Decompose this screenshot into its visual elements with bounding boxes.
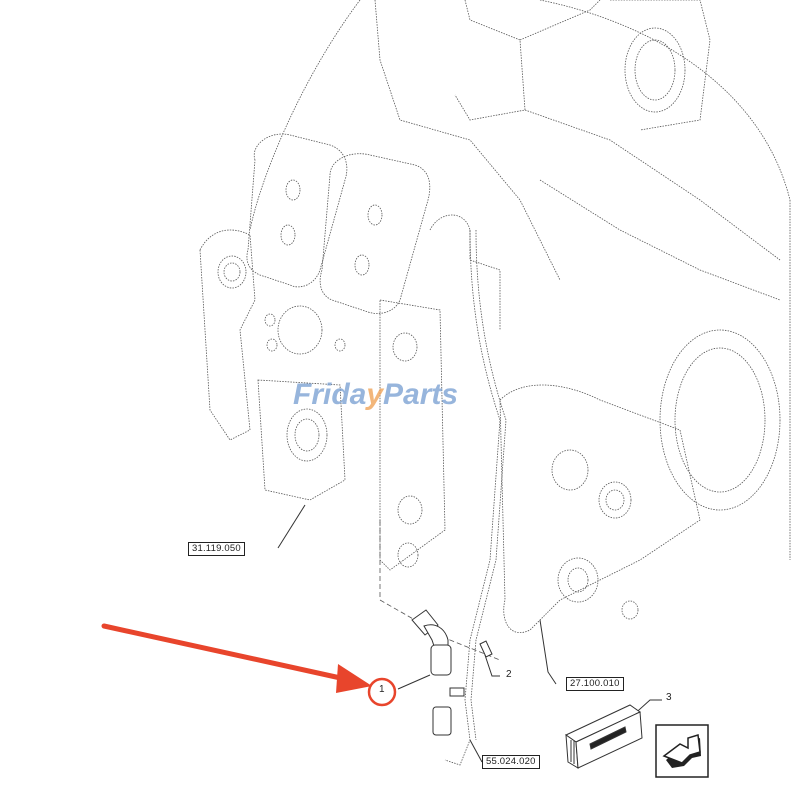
harness-connector [432, 687, 465, 736]
part-3-kit-box [565, 704, 643, 769]
reference-label-55-024-020[interactable]: 55.024.020 [482, 755, 540, 769]
watermark: FridayParts [293, 378, 459, 411]
part-1-sensor [411, 609, 452, 676]
next-page-arrow-box [655, 724, 709, 778]
callout-2[interactable]: 2 [506, 669, 512, 680]
part-2-bolt [479, 640, 493, 658]
reference-label-27-100-010[interactable]: 27.100.010 [566, 677, 624, 691]
callout-3[interactable]: 3 [666, 692, 672, 703]
callout-1[interactable]: 1 [379, 684, 385, 695]
reference-label-31-119-050[interactable]: 31.119.050 [188, 542, 245, 556]
arrow-next-page-icon[interactable] [656, 725, 708, 777]
red-annotation-arrow [101, 623, 397, 707]
